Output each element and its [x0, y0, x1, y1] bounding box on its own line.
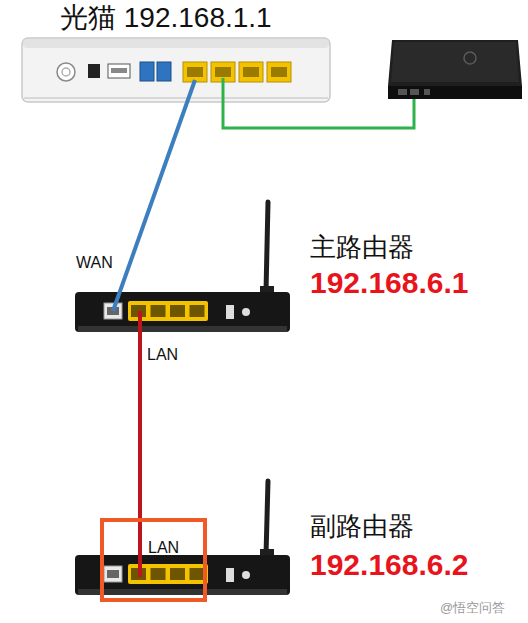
watermark: @悟空问答: [440, 600, 505, 616]
green-cable: [223, 78, 414, 128]
router-box: LAN副路由器192.168.6.2: [75, 555, 290, 595]
set-top-box: [388, 40, 522, 99]
device-title: 光猫 192.168.1.1: [60, 1, 272, 35]
modem-box: 光猫 192.168.1.1: [22, 38, 330, 102]
cable-connector: [138, 311, 142, 577]
port-label: WAN: [76, 253, 113, 272]
device-title: 副路由器: [310, 511, 414, 542]
cable-connector: [113, 80, 195, 311]
port-label: LAN: [148, 538, 179, 557]
main-router-illustration: [75, 202, 290, 332]
port-label: LAN: [147, 345, 178, 364]
router-box: 主路由器192.168.6.1: [75, 292, 290, 332]
device-title: 主路由器: [310, 232, 414, 263]
ip-address: 192.168.6.2: [310, 547, 468, 583]
modem-illustration: [22, 38, 330, 102]
secondary-router-illustration: [75, 481, 290, 595]
ip-address: 192.168.6.1: [310, 265, 468, 301]
highlight-box: LAN: [100, 518, 207, 602]
